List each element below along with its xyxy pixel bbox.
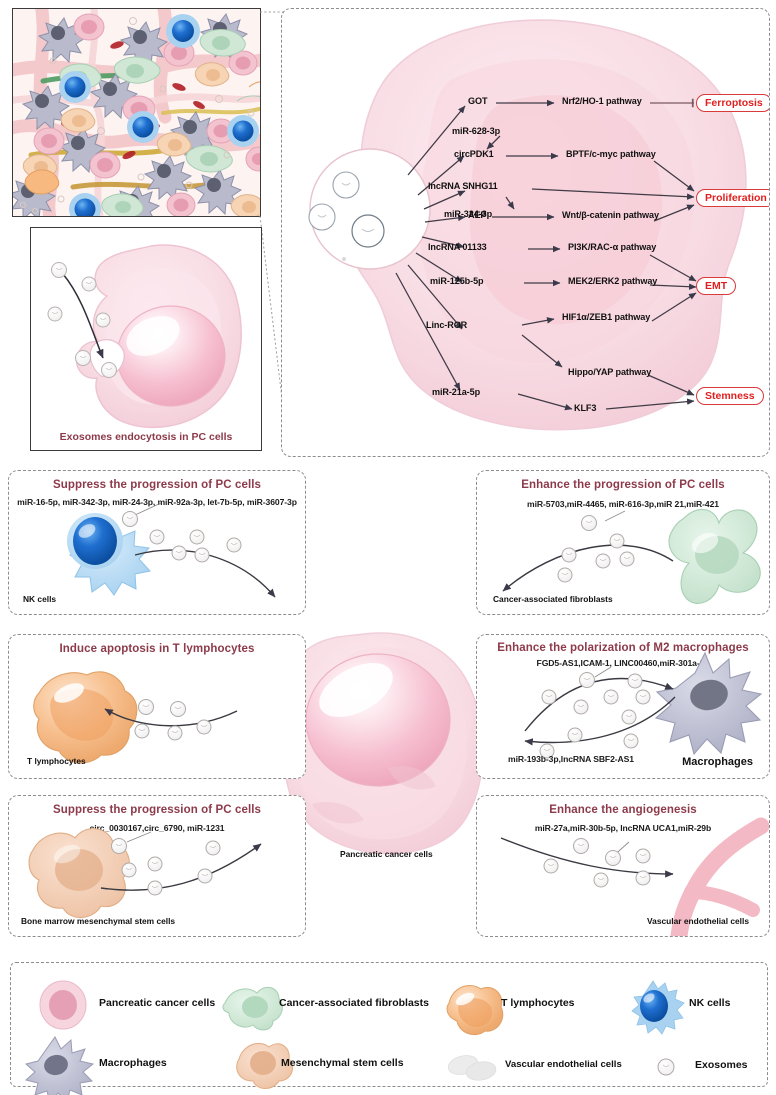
panel-bmsc-cargo: circ_0030167,circ_6790, miR-1231 [89,823,225,833]
panel-bmsc-exosomes [111,838,221,896]
legend-icon-pancreatic-cancer-cell [39,980,87,1030]
panel-angio-title: Enhance the angiogenesis [549,804,697,816]
node-linc-ror: Linc-ROR [426,320,468,330]
node-mir-324-3p: miR-324-3p [444,209,493,219]
tissue-illustration [13,9,260,216]
legend-icon-t-lymphocyte [446,985,504,1036]
panel-angio-cell-label: Vascular endothelial cells [647,916,749,926]
node-mir-21a-5p: miR-21a-5p [432,387,481,397]
panel-caf: Enhance the progression of PC cells miR-… [476,470,770,615]
panel-caf-cell-label: Cancer-associated fibroblasts [493,594,613,604]
mvb-exosomes [308,171,385,261]
panel-bmsc-illustration [28,828,262,919]
panel-caf-cargo: miR-5703,miR-4465, miR-616-3p,miR 21,miR… [527,499,719,509]
pathway-pi3k-rac: PI3K/RAC-α pathway [568,242,657,252]
panel-t-title: Induce apoptosis in T lymphocytes [59,643,255,655]
panel-macrophage-cargo: FGD5-AS1,ICAM-1, LINC00460,miR-301a-3p [536,658,710,668]
panel-t-lymphocytes: Induce apoptosis in T lymphocytes T lymp… [8,634,306,779]
pathway-bptf-cmyc: BPTF/c-myc pathway [566,149,656,159]
zoom-leader-lines [259,11,290,457]
panel-bmsc: Suppress the progression of PC cells cir… [8,795,306,937]
outcome-ferroptosis[interactable]: Ferroptosis [696,94,769,113]
panel-nk-exosomes [122,511,242,563]
pathway-hippo-yap: Hippo/YAP pathway [568,367,652,377]
panel-t-illustration [33,671,238,764]
pathway-cell-background [308,19,747,431]
node-mir-125b-5p: miR-125b-5p [430,276,484,286]
pathway-hif1a-zeb1: HIF1α/ZEB1 pathway [562,312,651,322]
panel-macrophage-cargo-return: miR-193b-3p,lncRNA SBF2-AS1 [508,754,634,764]
legend-icon-vascular-endothelial-cell [447,1055,497,1081]
legend-label-nk-cell: NK cells [689,997,731,1009]
legend-label-exosome: Exosomes [695,1059,748,1071]
pathway-wnt-catenin: Wnt/β-catenin pathway [562,210,659,220]
tissue-exosomes [19,17,255,215]
node-lncrna-snhg11: lncRNA SNHG11 [428,181,498,191]
panel-macrophage-illustration [524,651,763,759]
endocytosis-exosomes [47,262,117,378]
panel-bmsc-cell-label: Bone marrow mesenchymal stem cells [21,916,176,926]
panel-angio-illustration [500,817,769,936]
panel-nk-cell-label: NK cells [23,594,57,604]
legend-icon-mesenchymal-stem-cell [236,1043,294,1089]
panel-nk-cells: Suppress the progression of PC cells miR… [8,470,306,615]
pathway-klf3: KLF3 [574,403,597,413]
panel-nk-title: Suppress the progression of PC cells [52,479,262,491]
panel-t-cell-label: T lymphocytes [27,756,86,766]
legend-label-vascular-endothelial-cell: Vascular endothelial cells [505,1059,622,1070]
panel-angiogenesis: Enhance the angiogenesis miR-27a,miR-30b… [476,795,770,937]
legend-icon-cancer-associated-fibroblast [222,986,283,1031]
tissue-nk-cells [59,14,259,216]
fibroblast-glyph [668,508,761,604]
legend-icon-exosome [657,1058,675,1076]
outcome-emt[interactable]: EMT [696,277,737,296]
panel-t-exosomes [134,699,212,741]
legend-icon-macrophage [24,1036,95,1095]
central-cell-label: Pancreatic cancer cells [340,849,433,859]
pathway-nrf2-ho1: Nrf2/HO-1 pathway [562,96,642,106]
node-lncrna-01133: lncRNA 01133 [428,242,487,252]
panel-nk-illustration [67,502,276,598]
panel-angio-cargo: miR-27a,miR-30b-5p, lncRNA UCA1,miR-29b [534,823,712,833]
tissue-histology-panel [12,8,261,217]
node-aep: AEP [468,210,487,220]
panel-macrophage-exosomes [539,672,651,759]
panel-caf-illustration [502,508,761,604]
pathway-mek2-erk2: MEK2/ERK2 pathway [568,276,658,286]
panel-macrophage-cell-label: Macrophages [682,756,753,768]
panel-nk-cargo: miR-16-5p, miR-342-3p, miR-24-3p, miR-92… [17,497,297,507]
central-cancer-cell [280,632,484,855]
node-mir-628-3p: miR-628-3p [452,126,501,136]
panel-macrophages: Enhance the polarization of M2 macrophag… [476,634,770,779]
node-circpdk1: circPDK1 [454,149,494,159]
legend-label-mesenchymal-stem-cell: Mesenchymal stem cells [281,1057,404,1069]
mesenchymal-stem-cell-glyph [28,828,130,919]
endocytosis-illustration [47,244,242,429]
node-got: GOT [468,96,488,106]
vascular-endothelial-glyph [670,817,769,936]
nk-cell-glyph [67,513,151,596]
legend-label-t-lymphocyte: T lymphocytes [501,997,575,1009]
pathway-arrows [395,98,697,411]
legend-label-cancer-associated-fibroblast: Cancer-associated fibroblasts [279,997,429,1009]
endocytosis-panel: Exosomes endocytosis in PC cells [30,227,262,451]
panel-bmsc-title: Suppress the progression of PC cells [52,804,262,816]
legend-icon-nk-cell [631,980,685,1035]
panel-angio-exosomes [543,838,651,888]
macrophage-glyph [654,651,763,756]
panel-caf-exosomes [557,515,635,583]
panel-macrophage-title: Enhance the polarization of M2 macrophag… [497,642,749,654]
pathway-panel: GOT miR-628-3p circPDK1 lncRNA SNHG11 mi… [281,8,770,457]
legend-panel: Pancreatic cancer cells Cancer-associate… [10,962,768,1095]
legend-label-pancreatic-cancer-cell: Pancreatic cancer cells [99,997,216,1009]
t-lymphocyte-glyph [33,671,138,764]
legend-label-macrophage: Macrophages [99,1057,167,1069]
outcome-stemness[interactable]: Stemness [696,387,764,406]
tissue-cancer-cells [33,13,260,216]
tissue-orange-tlymphocytes [24,81,260,195]
endocytosis-caption: Exosomes endocytosis in PC cells [59,431,233,443]
outcome-proliferation[interactable]: Proliferation [696,189,769,208]
panel-caf-title: Enhance the progression of PC cells [521,479,725,491]
